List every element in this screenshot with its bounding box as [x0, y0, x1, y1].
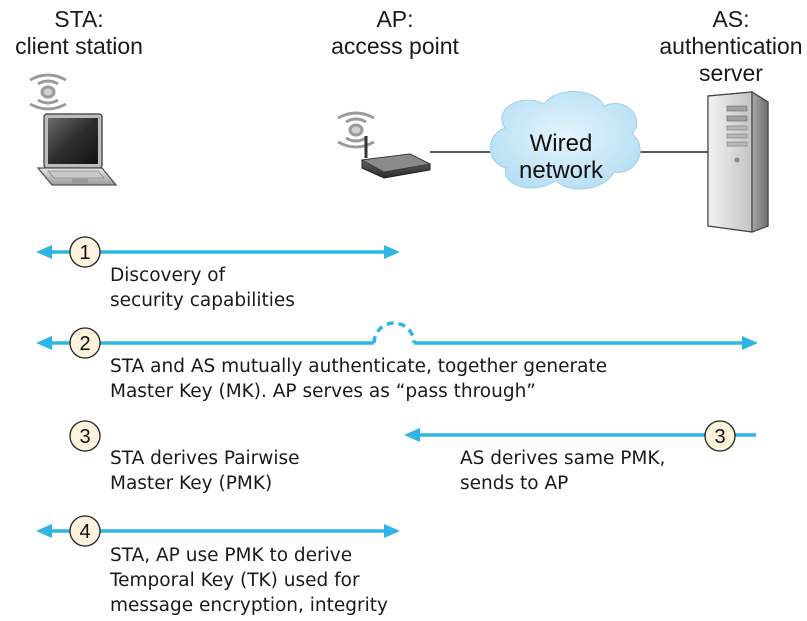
step-1-line-1: Discovery of: [110, 265, 226, 286]
step-4-description: STA, AP use PMK to derive Temporal Key (…: [110, 543, 388, 618]
ap-header: AP: access point: [315, 6, 475, 60]
step-4-line-2: Temporal Key (TK) used for: [110, 570, 360, 591]
as-abbr: AS:: [712, 6, 750, 32]
step-4-line-1: STA, AP use PMK to derive: [110, 545, 353, 566]
wireless-signal-icon: [29, 73, 67, 111]
step-1-badge: 1: [69, 236, 101, 268]
step-2-arrow: [36, 321, 758, 350]
ap-name: access point: [331, 33, 459, 59]
ap-wireless-signal-icon: [337, 111, 375, 149]
wired-network-cloud: [489, 91, 641, 190]
step-2-number: 2: [79, 333, 90, 355]
step-3-as-line-2: sends to AP: [460, 473, 569, 494]
step-3-as-number: 3: [714, 426, 725, 448]
sta-abbr: STA:: [54, 6, 104, 32]
step-3-sta-badge: 3: [69, 420, 101, 452]
step-3-as-line-1: AS derives same PMK,: [460, 448, 666, 469]
step-3-as-badge: 3: [704, 420, 736, 452]
access-point-icon: [337, 111, 432, 179]
as-name-1: authentication: [659, 33, 803, 59]
step-3-sta-line-2: Master Key (PMK): [110, 473, 273, 494]
step-3-sta-line-1: STA derives Pairwise: [110, 448, 300, 469]
step-2-badge: 2: [69, 327, 101, 359]
step-1-number: 1: [79, 242, 90, 264]
wired-network-label: Wired network: [496, 130, 626, 184]
step-4-arrow: [36, 524, 400, 538]
as-header: AS: authentication server: [655, 6, 807, 87]
ap-abbr: AP:: [376, 6, 414, 32]
step-2-line-1: STA and AS mutually authenticate, togeth…: [110, 356, 608, 377]
sta-name: client station: [15, 33, 143, 59]
step-2-description: STA and AS mutually authenticate, togeth…: [110, 354, 607, 404]
step-1-arrow: [36, 245, 400, 259]
sta-header: STA: client station: [0, 6, 158, 60]
step-1-description: Discovery of security capabilities: [110, 263, 295, 313]
server-icon: [707, 90, 769, 233]
cloud-line-2: network: [518, 157, 604, 184]
step-1-line-2: security capabilities: [110, 290, 295, 311]
step-4-badge: 4: [69, 515, 101, 547]
laptop-icon: [29, 73, 118, 186]
cloud-line-1: Wired: [529, 130, 593, 157]
step-4-line-3: message encryption, integrity: [110, 595, 388, 616]
step-3-sta-description: STA derives Pairwise Master Key (PMK): [110, 446, 300, 496]
step-4-number: 4: [79, 521, 90, 543]
as-name-2: server: [699, 60, 763, 86]
step-3-sta-number: 3: [79, 426, 90, 448]
step-2-line-2: Master Key (MK). AP serves as “pass thro…: [110, 381, 536, 402]
step-3-as-description: AS derives same PMK, sends to AP: [460, 446, 665, 496]
step-3-arrow: [404, 428, 756, 442]
